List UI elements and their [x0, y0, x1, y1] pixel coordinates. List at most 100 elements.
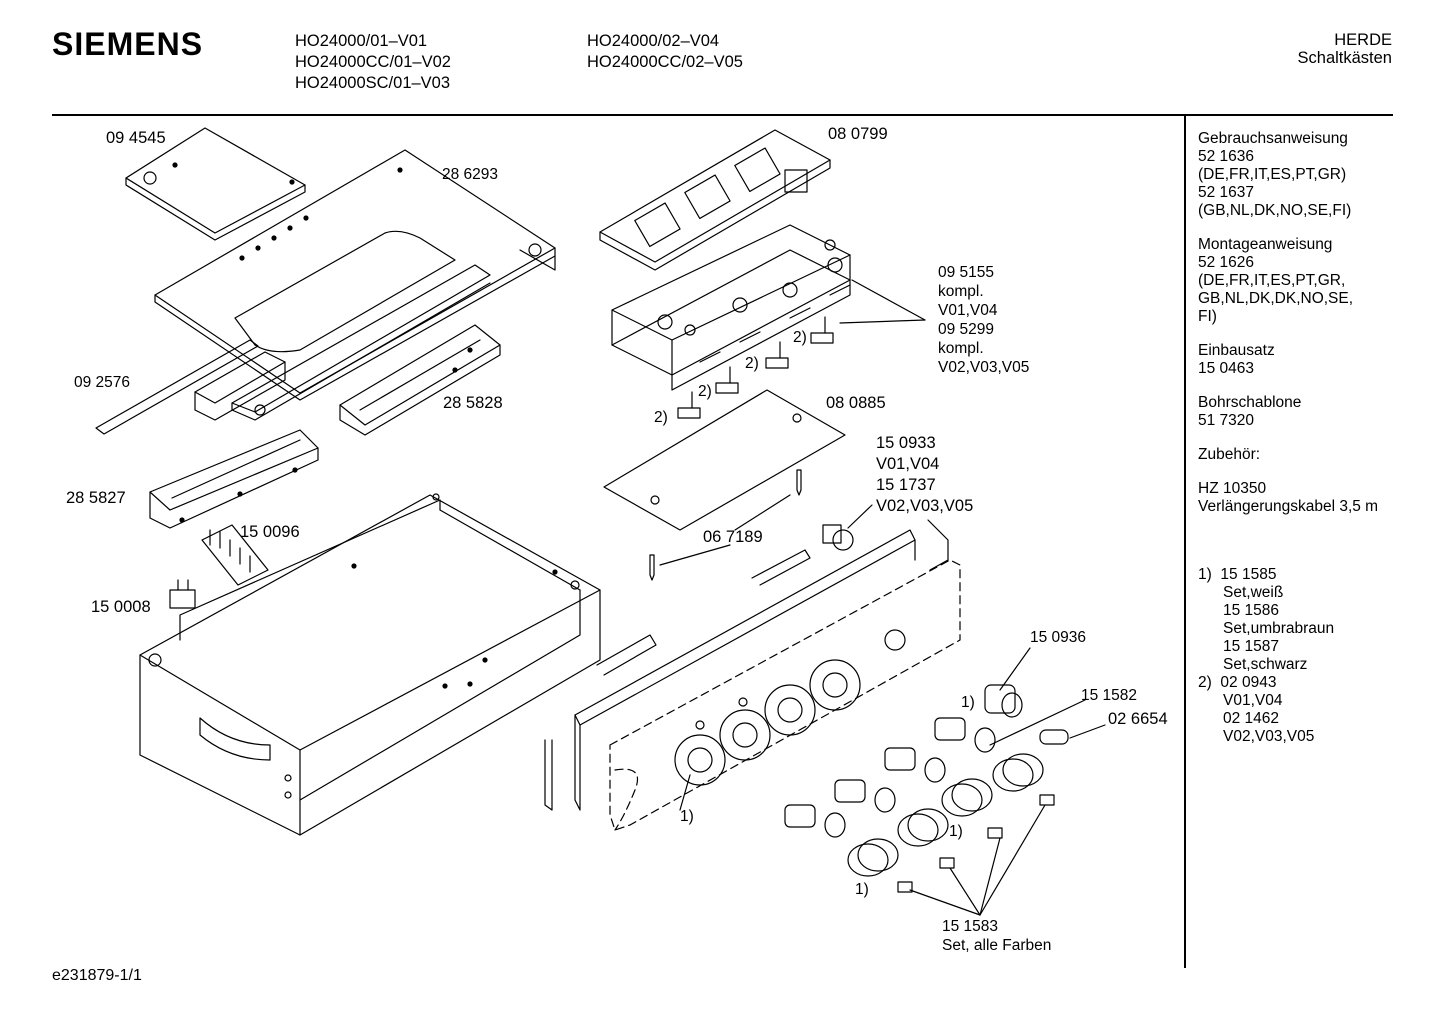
- small-inserts: [897, 794, 1055, 893]
- leader-line: [679, 774, 691, 811]
- info-line: Verlängerungskabel 3,5 m: [1198, 498, 1379, 515]
- note-row: V02,V03,V05: [1198, 728, 1334, 746]
- label-line: Set, alle Farben: [942, 937, 1052, 954]
- part-label-285828: 28 5828: [443, 394, 503, 412]
- info-line: Einbausatz: [1198, 342, 1275, 359]
- part-label-067189: 06 7189: [703, 528, 763, 546]
- terminal-part: [169, 579, 196, 609]
- label-line: V01,V04: [938, 302, 998, 319]
- switch-cover-part: [599, 129, 831, 271]
- rail-part: [339, 324, 501, 436]
- note-text: 15 1585: [1220, 566, 1277, 583]
- part-label-150933: 15 0933 V01,V04 15 1737 V02,V03,V05: [876, 433, 973, 517]
- label-line: 15 1583: [942, 918, 999, 935]
- model-list-1: HO24000/01–V01 HO24000CC/01–V02 HO24000S…: [295, 31, 451, 94]
- note-row: 1) 15 1585: [1198, 566, 1334, 584]
- lamp-part: [822, 504, 873, 551]
- info-line: 52 1637: [1198, 184, 1255, 201]
- info-line: Bohrschablone: [1198, 394, 1302, 411]
- label-line: V01,V04: [876, 455, 940, 473]
- accessory-heading: Zubehör:: [1198, 446, 1388, 464]
- part-label-094545: 09 4545: [106, 129, 166, 147]
- model-number: HO24000CC/02–V05: [587, 53, 743, 71]
- label-line: 09 5299: [938, 321, 995, 338]
- part-label-092576: 09 2576: [74, 374, 131, 391]
- info-line: 52 1626: [1198, 254, 1255, 271]
- note-marker-1: 1): [855, 881, 869, 898]
- info-line: HZ 10350: [1198, 480, 1267, 497]
- model-number: HO24000SC/01–V03: [295, 74, 451, 92]
- control-knobs: [847, 753, 1044, 877]
- label-line: kompl.: [938, 283, 984, 300]
- note-text: 02 0943: [1220, 674, 1277, 691]
- model-number: HO24000/02–V04: [587, 32, 720, 50]
- note-row: Set,schwarz: [1198, 656, 1334, 674]
- category-main: HERDE: [1334, 31, 1392, 49]
- note-marker-2: 2): [745, 355, 759, 372]
- manual-block: Gebrauchsanweisung 52 1636 (DE,FR,IT,ES,…: [1198, 130, 1388, 220]
- note-row: 02 1462: [1198, 710, 1334, 728]
- info-line: 51 7320: [1198, 412, 1255, 429]
- label-line: 09 5155: [938, 264, 995, 281]
- note-text: 02 1462: [1223, 710, 1280, 727]
- template-block: Bohrschablone 51 7320: [1198, 394, 1388, 430]
- part-label-285827: 28 5827: [66, 489, 126, 507]
- terminal-block-part: [201, 524, 269, 586]
- kit-block: Einbausatz 15 0463: [1198, 342, 1388, 378]
- footnotes: 1) 15 1585 Set,weiß 15 1586 Set,umbrabra…: [1198, 566, 1334, 746]
- note-text: 15 1586: [1223, 602, 1280, 619]
- knob-openings: [674, 629, 906, 786]
- note-marker-1: 1): [949, 823, 963, 840]
- info-line: Gebrauchsanweisung: [1198, 130, 1348, 147]
- sidebar-divider: [1184, 116, 1186, 968]
- note-marker-2: 2): [654, 409, 668, 426]
- top-plate-part: [154, 149, 556, 401]
- part-label-080799: 08 0799: [828, 125, 888, 143]
- category-title: HERDE Schaltkästen: [1298, 31, 1392, 67]
- part-label-151583: 15 1583 Set, alle Farben: [942, 917, 1051, 955]
- category-sub: Schaltkästen: [1297, 49, 1392, 67]
- info-line: 52 1636: [1198, 148, 1255, 165]
- label-line: kompl.: [938, 340, 984, 357]
- note-row: Set,umbrabraun: [1198, 620, 1334, 638]
- info-line: FI): [1198, 308, 1217, 325]
- note-marker: 2): [1198, 674, 1212, 691]
- part-label-026654: 02 6654: [1108, 710, 1168, 728]
- note-marker-1: 1): [961, 694, 975, 711]
- note-marker-1: 1): [680, 808, 694, 825]
- leader-line: [839, 319, 926, 324]
- note-marker-2: 2): [793, 329, 807, 346]
- info-line: Montageanweisung: [1198, 236, 1333, 253]
- small-clip-part: [677, 316, 834, 419]
- label-line: V02,V03,V05: [938, 359, 1030, 376]
- info-line: (DE,FR,IT,ES,PT,GR,: [1198, 272, 1346, 289]
- note-row: V01,V04: [1198, 692, 1334, 710]
- note-text: Set,weiß: [1223, 584, 1284, 601]
- note-text: Set,umbrabraun: [1223, 620, 1335, 637]
- front-panel-part: [544, 519, 949, 811]
- leader-line: [851, 279, 926, 321]
- info-line: 15 0463: [1198, 360, 1255, 377]
- bracket-part: [194, 264, 491, 421]
- screw-part: [649, 469, 802, 581]
- note-row: 15 1586: [1198, 602, 1334, 620]
- note-marker-2: 2): [698, 383, 712, 400]
- insulation-plate-part: [603, 389, 846, 531]
- drawing-code: e231879-1/1: [52, 967, 142, 984]
- note-text: 15 1587: [1223, 638, 1280, 655]
- part-label-150936: 15 0936: [1030, 629, 1087, 646]
- accessory-block: HZ 10350 Verlängerungskabel 3,5 m: [1198, 480, 1388, 516]
- note-text: Set,schwarz: [1223, 656, 1308, 673]
- housing-box-part: [139, 493, 601, 836]
- sidebar-info: Gebrauchsanweisung 52 1636 (DE,FR,IT,ES,…: [1198, 130, 1388, 532]
- model-list-2: HO24000/02–V04 HO24000CC/02–V05: [587, 31, 743, 73]
- strip-part: [95, 339, 259, 435]
- note-text: V02,V03,V05: [1223, 728, 1315, 745]
- part-label-080885: 08 0885: [826, 394, 886, 412]
- note-marker: 1): [1198, 566, 1212, 583]
- info-line: GB,NL,DK,DK,NO,SE,: [1198, 290, 1354, 307]
- header-divider: [52, 114, 1393, 116]
- part-label-286293: 28 6293: [442, 166, 499, 183]
- brand-logo: SIEMENS: [52, 26, 204, 62]
- side-rail-part: [149, 429, 319, 529]
